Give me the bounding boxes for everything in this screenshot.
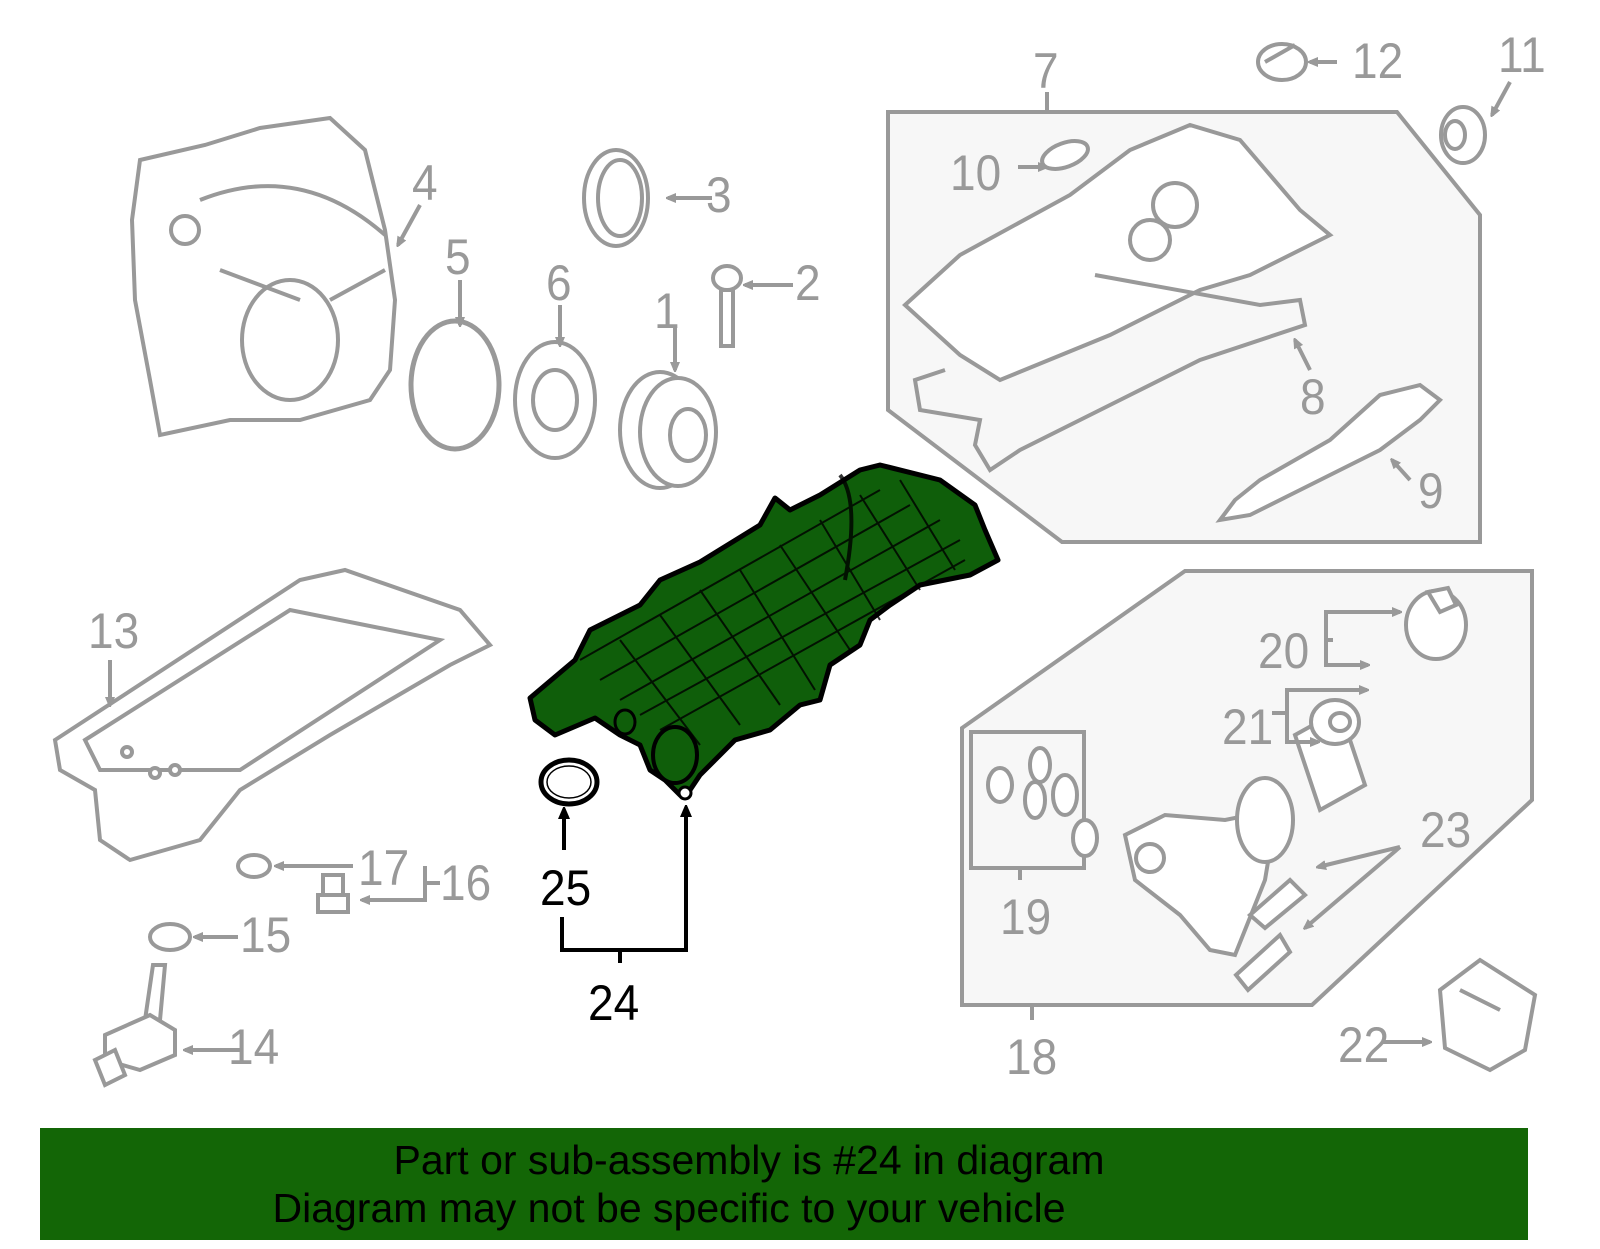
part-24-intake-manifold[interactable] <box>527 462 1001 801</box>
callout-14[interactable]: 14 <box>228 1019 280 1075</box>
callout-4[interactable]: 4 <box>412 155 438 211</box>
callout-12[interactable]: 12 <box>1352 33 1404 89</box>
callout-16[interactable]: 16 <box>440 855 492 911</box>
part-15-washer[interactable] <box>148 922 192 952</box>
callout-5[interactable]: 5 <box>445 229 471 285</box>
info-banner: Part or sub-assembly is #24 in diagram D… <box>40 1128 1528 1240</box>
callout-9[interactable]: 9 <box>1418 463 1444 519</box>
part-11-cap[interactable] <box>1439 105 1487 165</box>
banner-disclaimer: Diagram may not be specific to your vehi… <box>272 1185 1066 1231</box>
callout-10[interactable]: 10 <box>950 145 1002 201</box>
part-12-cap[interactable] <box>1256 42 1308 82</box>
part-14-oil-level-sensor[interactable] <box>92 963 177 1088</box>
part-7-valve-cover[interactable] <box>902 122 1334 383</box>
part-6-hub[interactable] <box>513 340 597 460</box>
parts-diagram <box>52 42 1538 1088</box>
part-4-timing-cover[interactable] <box>129 115 398 438</box>
part-23-gaskets[interactable] <box>1233 877 1308 993</box>
callout-11[interactable]: 11 <box>1498 27 1546 83</box>
callout-19[interactable]: 19 <box>1000 889 1052 945</box>
callout-3[interactable]: 3 <box>706 167 732 223</box>
callout-6[interactable]: 6 <box>546 255 572 311</box>
part-21-oil-filter[interactable] <box>1292 698 1368 813</box>
callout-15[interactable]: 15 <box>240 907 292 963</box>
part-1-pulley[interactable] <box>618 370 718 490</box>
part-3-seal[interactable] <box>582 148 650 248</box>
callout-22[interactable]: 22 <box>1338 1017 1390 1073</box>
part-19-seal-kit[interactable] <box>986 746 1099 858</box>
part-9-gasket[interactable] <box>1215 382 1444 523</box>
part-20-filter-cap[interactable] <box>1404 585 1468 661</box>
callout-25[interactable]: 25 <box>540 860 592 916</box>
oil-filter-housing <box>1122 776 1295 958</box>
part-22-cover[interactable] <box>1437 957 1538 1073</box>
banner-part-note: Part or sub-assembly is #24 in diagram <box>393 1137 1105 1183</box>
part-8-gasket[interactable] <box>912 273 1308 473</box>
active-leader-lines <box>562 808 686 963</box>
part-2-bolt[interactable] <box>711 264 743 348</box>
leader-lines <box>110 62 1512 1050</box>
part-5-seal-ring[interactable] <box>408 318 502 452</box>
callout-18[interactable]: 18 <box>1006 1029 1058 1085</box>
callout-21[interactable]: 21 <box>1222 699 1274 755</box>
part-17-washer[interactable] <box>236 853 272 879</box>
callout-20[interactable]: 20 <box>1258 623 1310 679</box>
callout-23[interactable]: 23 <box>1420 802 1472 858</box>
callout-8[interactable]: 8 <box>1300 369 1326 425</box>
part-16-drain-plug[interactable] <box>316 873 350 914</box>
part-13-oil-pan[interactable] <box>52 567 494 863</box>
callout-24[interactable]: 24 <box>588 975 640 1031</box>
callout-2[interactable]: 2 <box>795 255 821 311</box>
callout-1[interactable]: 1 <box>654 283 680 339</box>
callout-17[interactable]: 17 <box>358 840 410 896</box>
callout-13[interactable]: 13 <box>88 603 140 659</box>
callout-7[interactable]: 7 <box>1033 43 1059 99</box>
part-25-o-ring[interactable] <box>538 757 600 807</box>
